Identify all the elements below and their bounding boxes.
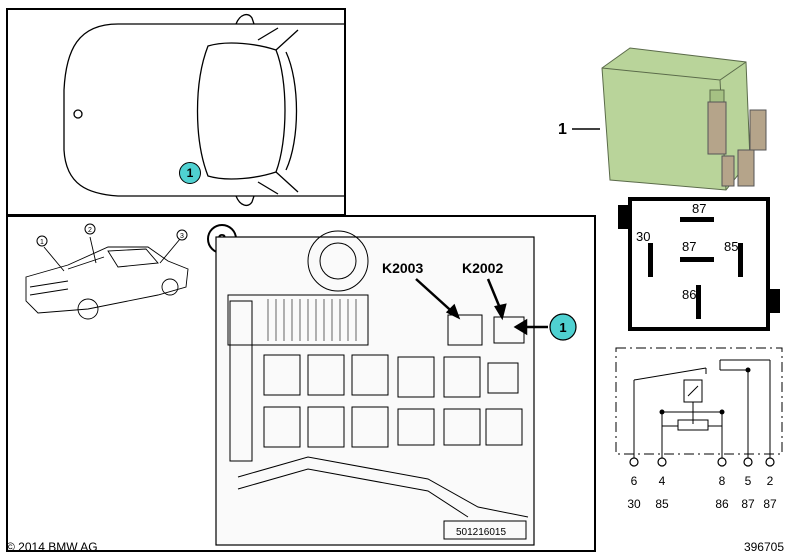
terminal-2 [765,457,775,467]
relay-pinout-drawing: 87 30 87 85 86 [636,201,743,319]
svg-text:1: 1 [40,239,44,246]
fuse-box-detail-panel: 2 1 2 3 [6,215,596,552]
svg-text:87: 87 [763,497,777,511]
svg-text:2: 2 [88,227,92,234]
svg-text:85: 85 [724,239,738,254]
svg-text:30: 30 [636,229,650,244]
svg-text:5: 5 [745,474,752,488]
svg-text:87: 87 [682,239,696,254]
car-top-view-panel: 1 [6,8,348,216]
relay-label-k2002: K2002 [462,260,503,276]
svg-text:86: 86 [715,497,729,511]
overview-callout-label: 1 [186,166,194,180]
relay-schematic: 6 4 8 5 2 30 85 86 87 87 [615,347,783,511]
svg-text:2: 2 [767,474,774,488]
fuse-box-detail-drawing: 2 1 2 3 [25,223,577,546]
car-side-sketch [25,236,189,320]
relay-illustration: 1 [558,47,767,191]
diagram-number: 396705 [743,540,784,554]
svg-text:85: 85 [655,497,669,511]
car-callout-3 [176,229,188,241]
fuse-box-frame [215,236,535,546]
svg-text:4: 4 [659,474,666,488]
svg-text:86: 86 [682,287,696,302]
overview-callout: 1 [179,162,201,184]
relay-pinout: 87 30 87 85 86 [618,197,780,331]
terminal-6 [629,457,639,467]
car-top-view-drawing [63,13,348,207]
svg-text:3: 3 [180,233,184,240]
relay-label-k2003: K2003 [382,260,423,276]
terminal-8 [717,457,727,467]
svg-text:87: 87 [741,497,755,511]
terminal-4 [657,457,667,467]
svg-text:87: 87 [692,201,706,216]
car-callout-1 [36,235,48,247]
svg-text:6: 6 [631,474,638,488]
svg-text:30: 30 [627,497,641,511]
relay-part-label: 1 [558,121,567,138]
detail-callout [549,313,577,341]
reference-code: 501216015 [456,527,506,538]
copyright: © 2014 BMW AG [6,540,98,554]
svg-text:1: 1 [559,320,566,335]
svg-text:8: 8 [719,474,726,488]
terminal-5 [743,457,753,467]
car-callout-2 [84,223,96,235]
pinout-side-tab-right [770,289,780,313]
pinout-side-tab-left [618,205,628,229]
